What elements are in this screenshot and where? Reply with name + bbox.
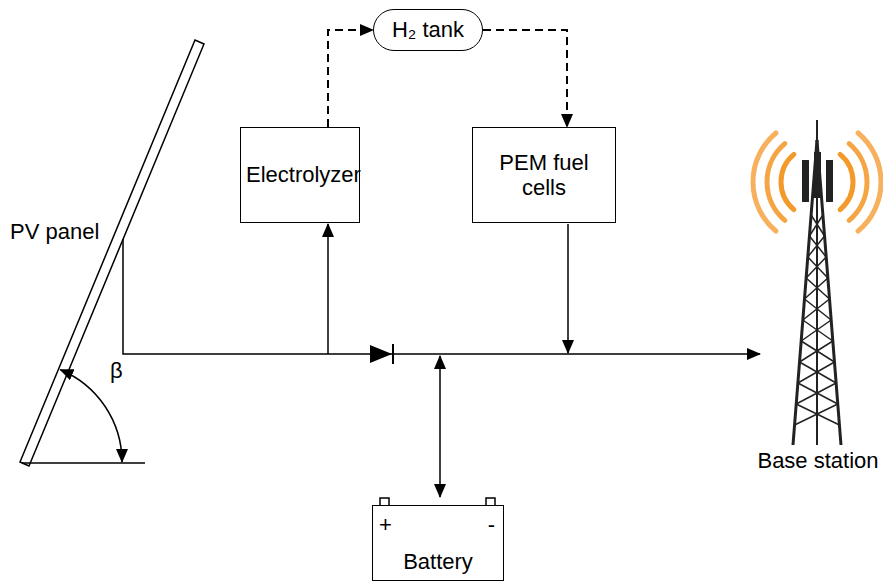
pv-panel — [20, 40, 204, 466]
component-label: Base station — [757, 448, 878, 473]
process-box: Electrolyzer — [240, 127, 360, 223]
hydrogen-flow — [328, 30, 373, 127]
base-station-tower — [793, 120, 841, 445]
node-text: Battery — [373, 549, 503, 574]
radio-waves — [753, 133, 881, 231]
battery-box: + - Battery — [372, 505, 504, 581]
storage-tank: H₂ tank — [373, 9, 483, 51]
angle-label: β — [110, 358, 123, 383]
angle-arc — [60, 370, 122, 462]
process-box: PEM fuel cells — [472, 127, 616, 223]
bus-wire — [123, 239, 760, 354]
diode-symbol — [370, 345, 392, 363]
node-text: PEM fuel cells — [478, 150, 610, 201]
diode-bar — [392, 344, 394, 364]
electrolyzer-feed — [327, 224, 329, 354]
hydrogen-flow — [483, 30, 567, 127]
battery-link — [439, 356, 441, 497]
node-text: H₂ tank — [392, 17, 464, 42]
node-text: Electrolyzer — [246, 162, 354, 187]
ground-line — [22, 462, 145, 464]
component-label: PV panel — [10, 219, 99, 244]
node-text: + — [379, 512, 392, 537]
fuel-cell-output — [567, 224, 569, 353]
node-text: - — [488, 512, 495, 537]
